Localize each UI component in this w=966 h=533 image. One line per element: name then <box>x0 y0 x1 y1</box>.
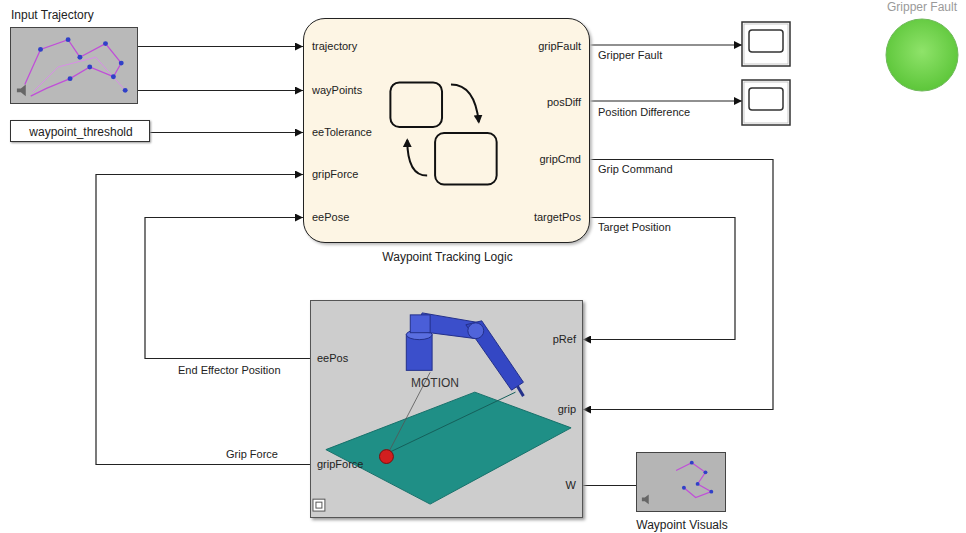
signal-line <box>96 175 310 465</box>
block-label: gripForce <box>317 457 363 471</box>
stateflow-chart: trajectory wayPoints eeTolerance gripForce e… <box>303 18 590 243</box>
block-label: Gripper Fault <box>865 0 966 14</box>
block-label: pRef <box>553 332 576 346</box>
source-block: Input Trajectory <box>10 27 138 104</box>
signal-name: End Effector Position <box>178 363 281 377</box>
scope-visual-block: Waypoint Visuals <box>636 452 726 512</box>
block-label: eeTolerance <box>312 125 372 139</box>
scope-block <box>742 80 790 125</box>
signal-line <box>145 218 310 359</box>
block-label: MOTION <box>411 376 459 390</box>
block-label: Input Trajectory <box>11 8 94 22</box>
signal-line <box>150 132 303 133</box>
signal-line <box>583 160 773 410</box>
signal-line <box>583 218 735 340</box>
signal-line <box>590 44 742 45</box>
signal-line <box>590 100 742 101</box>
signal-name: Position Difference <box>598 105 690 119</box>
block-label: gripCmd <box>539 152 581 166</box>
block-label: Waypoint Visuals <box>617 518 747 532</box>
block-label: eePos <box>317 351 348 365</box>
block-label: gripFault <box>538 39 581 53</box>
block-label: targetPos <box>534 210 581 224</box>
lamp-indicator: Gripper Fault <box>885 18 959 92</box>
signal-name: Target Position <box>598 220 671 234</box>
block-label: posDiff <box>547 95 581 109</box>
lamp-icon <box>885 18 959 92</box>
block-label: Waypoint Tracking Logic <box>304 250 591 264</box>
block-label: waypoint_threshold <box>11 125 151 139</box>
block-label: trajectory <box>312 39 357 53</box>
block-label: eePose <box>312 210 349 224</box>
constant-block: waypoint_threshold <box>10 120 150 142</box>
trajectory-icon <box>11 28 137 103</box>
scope-block <box>742 22 790 66</box>
signal-name: Grip Command <box>598 162 673 176</box>
signal-name: Grip Force <box>226 447 278 461</box>
robot-scene <box>311 301 582 517</box>
block-label: wayPoints <box>312 83 362 97</box>
signal-line <box>583 485 636 486</box>
signal-line <box>138 46 303 47</box>
robot-subsystem: eePos gripForce pRef gripW MOTION <box>310 300 583 518</box>
signal-name: Gripper Fault <box>598 48 662 62</box>
block-label: W <box>566 478 576 492</box>
signal-line <box>138 90 303 91</box>
block-label: grip <box>558 402 576 416</box>
block-label: gripForce <box>312 167 358 181</box>
waypoint-plot-icon <box>637 453 725 511</box>
